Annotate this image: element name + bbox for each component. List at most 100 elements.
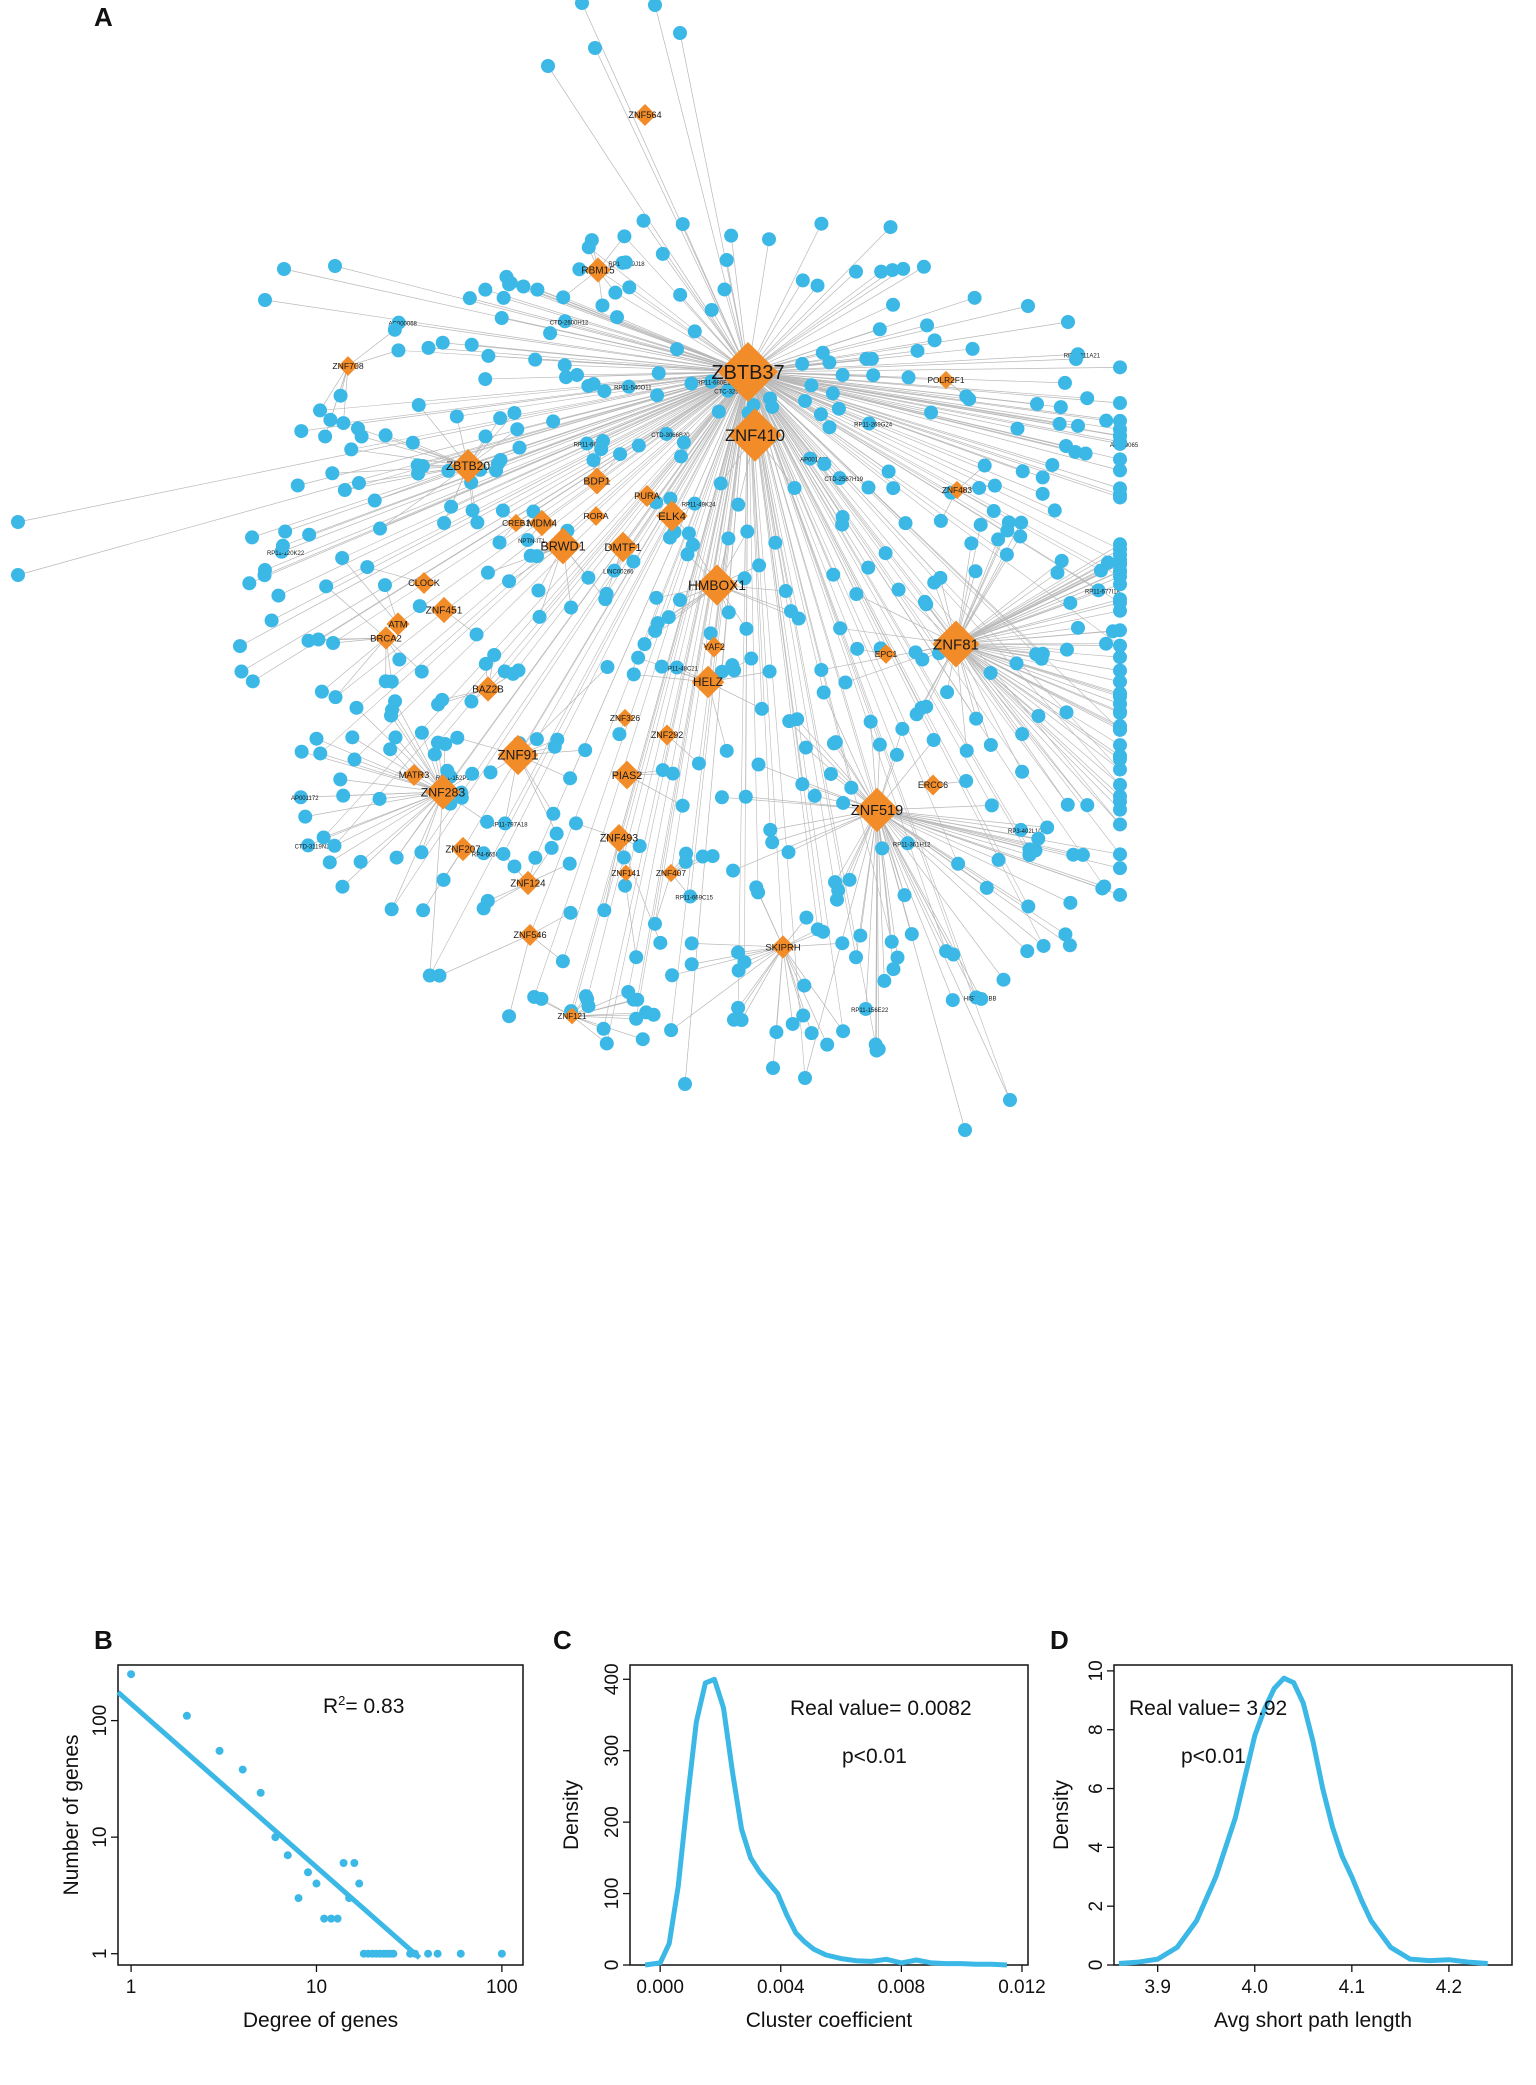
lncrna-node bbox=[597, 384, 611, 398]
lncrna-node bbox=[1113, 481, 1127, 495]
lncrna-node bbox=[497, 291, 511, 305]
lncrna-node bbox=[242, 576, 256, 590]
lncrna-node bbox=[390, 851, 404, 865]
lncrna-node bbox=[1066, 848, 1080, 862]
lncrna-node bbox=[530, 283, 544, 297]
lncrna-node bbox=[487, 648, 501, 662]
tf-hub-label: CREB1 bbox=[502, 518, 530, 528]
lncrna-node-label: CTD-2600H12 bbox=[550, 320, 589, 326]
lncrna-node bbox=[511, 663, 525, 677]
data-point bbox=[355, 1880, 363, 1888]
lncrna-node bbox=[556, 954, 570, 968]
lncrna-node bbox=[328, 259, 342, 273]
lncrna-node bbox=[1020, 944, 1034, 958]
y-tick-label: 0 bbox=[1086, 1960, 1107, 1971]
lncrna-node bbox=[510, 422, 524, 436]
lncrna-node bbox=[849, 950, 863, 964]
lncrna-node bbox=[612, 727, 626, 741]
lncrna-node-label: RP11-361H12 bbox=[893, 842, 931, 848]
network-edge bbox=[748, 372, 1052, 465]
lncrna-node bbox=[336, 789, 350, 803]
data-point bbox=[271, 1833, 279, 1841]
lncrna-node bbox=[478, 283, 492, 297]
y-tick-label: 100 bbox=[90, 1705, 111, 1737]
lncrna-node bbox=[504, 276, 518, 290]
lncrna-node bbox=[564, 906, 578, 920]
lncrna-node bbox=[902, 370, 916, 384]
tf-hub-label: ATM bbox=[388, 619, 407, 630]
lncrna-node bbox=[1113, 639, 1127, 653]
lncrna-node bbox=[755, 702, 769, 716]
network-edge bbox=[615, 293, 748, 372]
lncrna-node bbox=[796, 273, 810, 287]
lncrna-node bbox=[619, 255, 633, 269]
tf-hub-label: ZNF708 bbox=[332, 361, 363, 371]
lncrna-node bbox=[853, 929, 867, 943]
lncrna-node bbox=[309, 732, 323, 746]
x-tick-label: 0.004 bbox=[757, 1977, 805, 1998]
network-edge bbox=[509, 935, 530, 1016]
lncrna-node bbox=[1113, 396, 1127, 410]
data-point bbox=[350, 1859, 358, 1867]
lncrna-node bbox=[1113, 706, 1127, 720]
lncrna-node bbox=[652, 366, 666, 380]
tf-hub-label: BRCA2 bbox=[370, 633, 402, 644]
lncrna-node bbox=[984, 666, 998, 680]
lncrna-node bbox=[784, 604, 798, 618]
y-tick-label: 4 bbox=[1086, 1842, 1107, 1853]
lncrna-node bbox=[886, 298, 900, 312]
lncrna-node bbox=[1063, 596, 1077, 610]
lncrna-node bbox=[685, 957, 699, 971]
tf-hub-label: RBM15 bbox=[581, 265, 615, 276]
lncrna-node bbox=[940, 685, 954, 699]
lncrna-node bbox=[391, 343, 405, 357]
tf-hub-label: PURA bbox=[634, 491, 660, 501]
lncrna-node bbox=[1113, 623, 1127, 637]
tf-hub-label: ZBTB20 bbox=[446, 459, 490, 473]
lncrna-node bbox=[714, 476, 728, 490]
lncrna-node bbox=[336, 416, 350, 430]
lncrna-node bbox=[946, 948, 960, 962]
lncrna-node bbox=[1080, 798, 1094, 812]
tf-hub-label: HMBOX1 bbox=[688, 578, 746, 593]
lncrna-node bbox=[865, 352, 879, 366]
lncrna-node bbox=[613, 447, 627, 461]
lncrna-node bbox=[333, 772, 347, 786]
data-point bbox=[216, 1747, 224, 1755]
lncrna-node-label: RP11-669C15 bbox=[675, 896, 713, 902]
tf-hub-label: ZNF207 bbox=[445, 844, 480, 855]
lncrna-node bbox=[665, 968, 679, 982]
lncrna-node bbox=[1101, 556, 1115, 570]
lncrna-node bbox=[1063, 896, 1077, 910]
lncrna-node bbox=[879, 546, 893, 560]
lncrna-node bbox=[1031, 709, 1045, 723]
lncrna-node bbox=[610, 310, 624, 324]
lncrna-node bbox=[1003, 1093, 1017, 1107]
lncrna-node bbox=[869, 1038, 883, 1052]
lncrna-node bbox=[823, 420, 837, 434]
lncrna-node bbox=[797, 979, 811, 993]
tf-hub-label: PIAS2 bbox=[612, 770, 643, 782]
lncrna-node bbox=[656, 247, 670, 261]
lncrna-node bbox=[470, 515, 484, 529]
lncrna-node bbox=[1036, 470, 1050, 484]
lncrna-node bbox=[617, 229, 631, 243]
lncrna-node bbox=[581, 571, 595, 585]
lncrna-node bbox=[277, 262, 291, 276]
data-point bbox=[295, 1894, 303, 1902]
lncrna-node bbox=[829, 735, 843, 749]
network-edge bbox=[866, 810, 877, 1009]
lncrna-node bbox=[302, 528, 316, 542]
tf-hub-label: ZNF451 bbox=[426, 606, 463, 617]
lncrna-node bbox=[731, 1001, 745, 1015]
lncrna-node bbox=[360, 560, 374, 574]
lncrna-node bbox=[338, 483, 352, 497]
lncrna-node bbox=[752, 758, 766, 772]
lncrna-node bbox=[816, 925, 830, 939]
tf-hub-label: MDM4 bbox=[527, 519, 557, 530]
tf-hub-label: ELK4 bbox=[658, 511, 686, 523]
tf-hub-label: ZNF407 bbox=[656, 868, 686, 878]
lncrna-node-label: CTD-2587H19 bbox=[824, 477, 863, 483]
lncrna-node bbox=[896, 262, 910, 276]
